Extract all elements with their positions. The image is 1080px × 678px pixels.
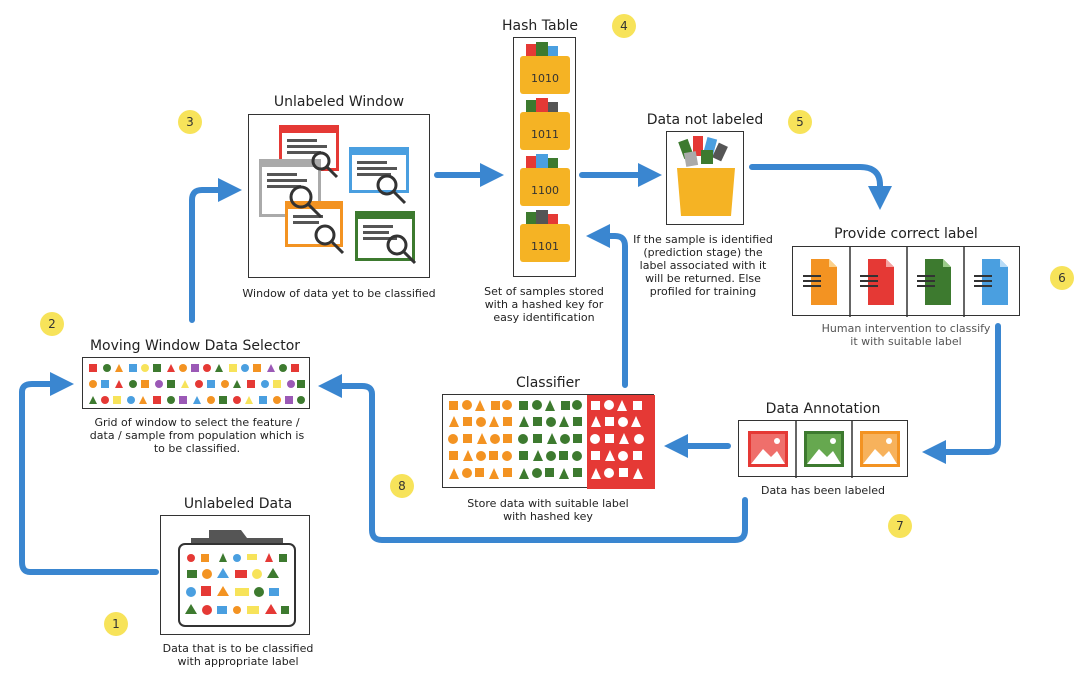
annotation-images-box	[738, 420, 908, 478]
unlabeled-data-box	[160, 515, 310, 635]
unlabeled-window-box	[248, 114, 430, 278]
step-caption-provide-correct-label: Human intervention to classify it with s…	[821, 322, 991, 348]
step-caption-moving-window: Grid of window to select the feature / d…	[89, 416, 305, 455]
step-badge-5: 5	[788, 110, 812, 134]
hash-table-box: 1010 1011 1100 1101	[513, 37, 576, 277]
step-title-data-not-labeled: Data not labeled	[646, 112, 764, 128]
step-title-provide-correct-label: Provide correct label	[834, 226, 978, 242]
step-title-hash-table: Hash Table	[502, 18, 578, 34]
step-badge-3: 3	[178, 110, 202, 134]
classified-shapes-icon	[448, 395, 655, 489]
step-caption-data-annotation: Data has been labeled	[760, 484, 886, 497]
arrow-1-to-2	[19, 372, 159, 575]
folder-shapes-icon	[178, 530, 296, 627]
labeled-images-icon	[748, 421, 900, 478]
arrow-7-to-2	[318, 374, 748, 543]
shapes-strip-icon	[89, 364, 305, 404]
step-caption-classifier: Store data with suitable label with hash…	[467, 497, 629, 523]
hash-key-label: 1101	[531, 240, 559, 253]
hash-folders-icon	[520, 42, 570, 262]
colored-documents-icon	[803, 247, 1008, 317]
step-caption-unlabeled-data: Data that is to be classified with appro…	[162, 642, 314, 668]
arrow-5-to-6	[749, 164, 892, 210]
classifier-box	[442, 394, 655, 489]
step-title-data-annotation: Data Annotation	[765, 401, 881, 417]
step-badge-4: 4	[612, 14, 636, 38]
hash-key-label: 1010	[531, 72, 559, 85]
arrow-6-to-7	[922, 323, 1001, 464]
arrow-2-to-3	[189, 178, 242, 323]
hash-key-label: 1100	[531, 184, 559, 197]
step-badge-1: 1	[104, 612, 128, 636]
step-badge-8: 8	[390, 474, 414, 498]
overflow-folder-icon	[677, 136, 735, 216]
step-badge-2: 2	[40, 312, 64, 336]
step-title-unlabeled-data: Unlabeled Data	[183, 496, 293, 512]
step-title-classifier: Classifier	[516, 375, 580, 391]
step-badge-6: 6	[1050, 266, 1074, 290]
data-not-labeled-box	[666, 131, 744, 225]
hash-key-label: 1011	[531, 128, 559, 141]
label-documents-box	[792, 246, 1020, 317]
moving-window-box	[82, 357, 310, 409]
search-windows-icon	[259, 125, 417, 265]
step-title-unlabeled-window: Unlabeled Window	[273, 94, 405, 110]
step-badge-7: 7	[888, 514, 912, 538]
step-caption-hash-table: Set of samples stored with a hashed key …	[484, 285, 604, 324]
step-title-moving-window: Moving Window Data Selector	[89, 338, 301, 354]
step-caption-data-not-labeled: If the sample is identified (prediction …	[633, 233, 773, 298]
step-caption-unlabeled-window: Window of data yet to be classified	[242, 287, 436, 300]
arrow-classifier-to-hash	[586, 224, 628, 388]
